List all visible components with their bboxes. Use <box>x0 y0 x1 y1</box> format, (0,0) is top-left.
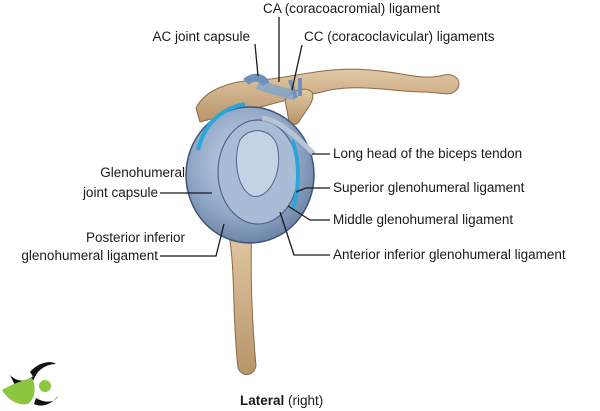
cc-ligaments-shape <box>288 78 302 99</box>
superior-gh-ligament-shape <box>290 139 300 211</box>
label-posterior-inferior-line1: Posterior inferior <box>86 230 186 245</box>
label-gh-capsule-line2: joint capsule <box>82 185 158 200</box>
caption-rest: (right) <box>284 393 323 408</box>
logo-icon <box>2 362 58 406</box>
label-anterior-inferior-gh-ligament: Anterior inferior glenohumeral ligament <box>333 247 566 262</box>
caption-bold: Lateral <box>240 393 284 408</box>
humerus-shaft <box>227 227 257 375</box>
label-superior-gh-ligament: Superior glenohumeral ligament <box>333 180 525 195</box>
biceps-tendon-shape <box>261 115 316 156</box>
label-ca-ligament: CA (coracoacromial) ligament <box>263 1 440 16</box>
capsule-rim-ligament <box>196 102 246 151</box>
label-biceps-tendon: Long head of the biceps tendon <box>333 146 522 161</box>
glenoid-labrum <box>235 130 280 197</box>
label-ac-joint-capsule: AC joint capsule <box>152 29 250 44</box>
label-posterior-inferior-line2: glenohumeral ligament <box>21 248 158 263</box>
label-middle-gh-ligament: Middle glenohumeral ligament <box>333 212 513 227</box>
label-gh-capsule-line1: Glenohumeral <box>100 165 185 180</box>
view-caption: Lateral (right) <box>240 393 323 408</box>
label-cc-ligaments: CC (coracoclavicular) ligaments <box>304 29 495 44</box>
ac-capsule-shape <box>243 73 270 87</box>
